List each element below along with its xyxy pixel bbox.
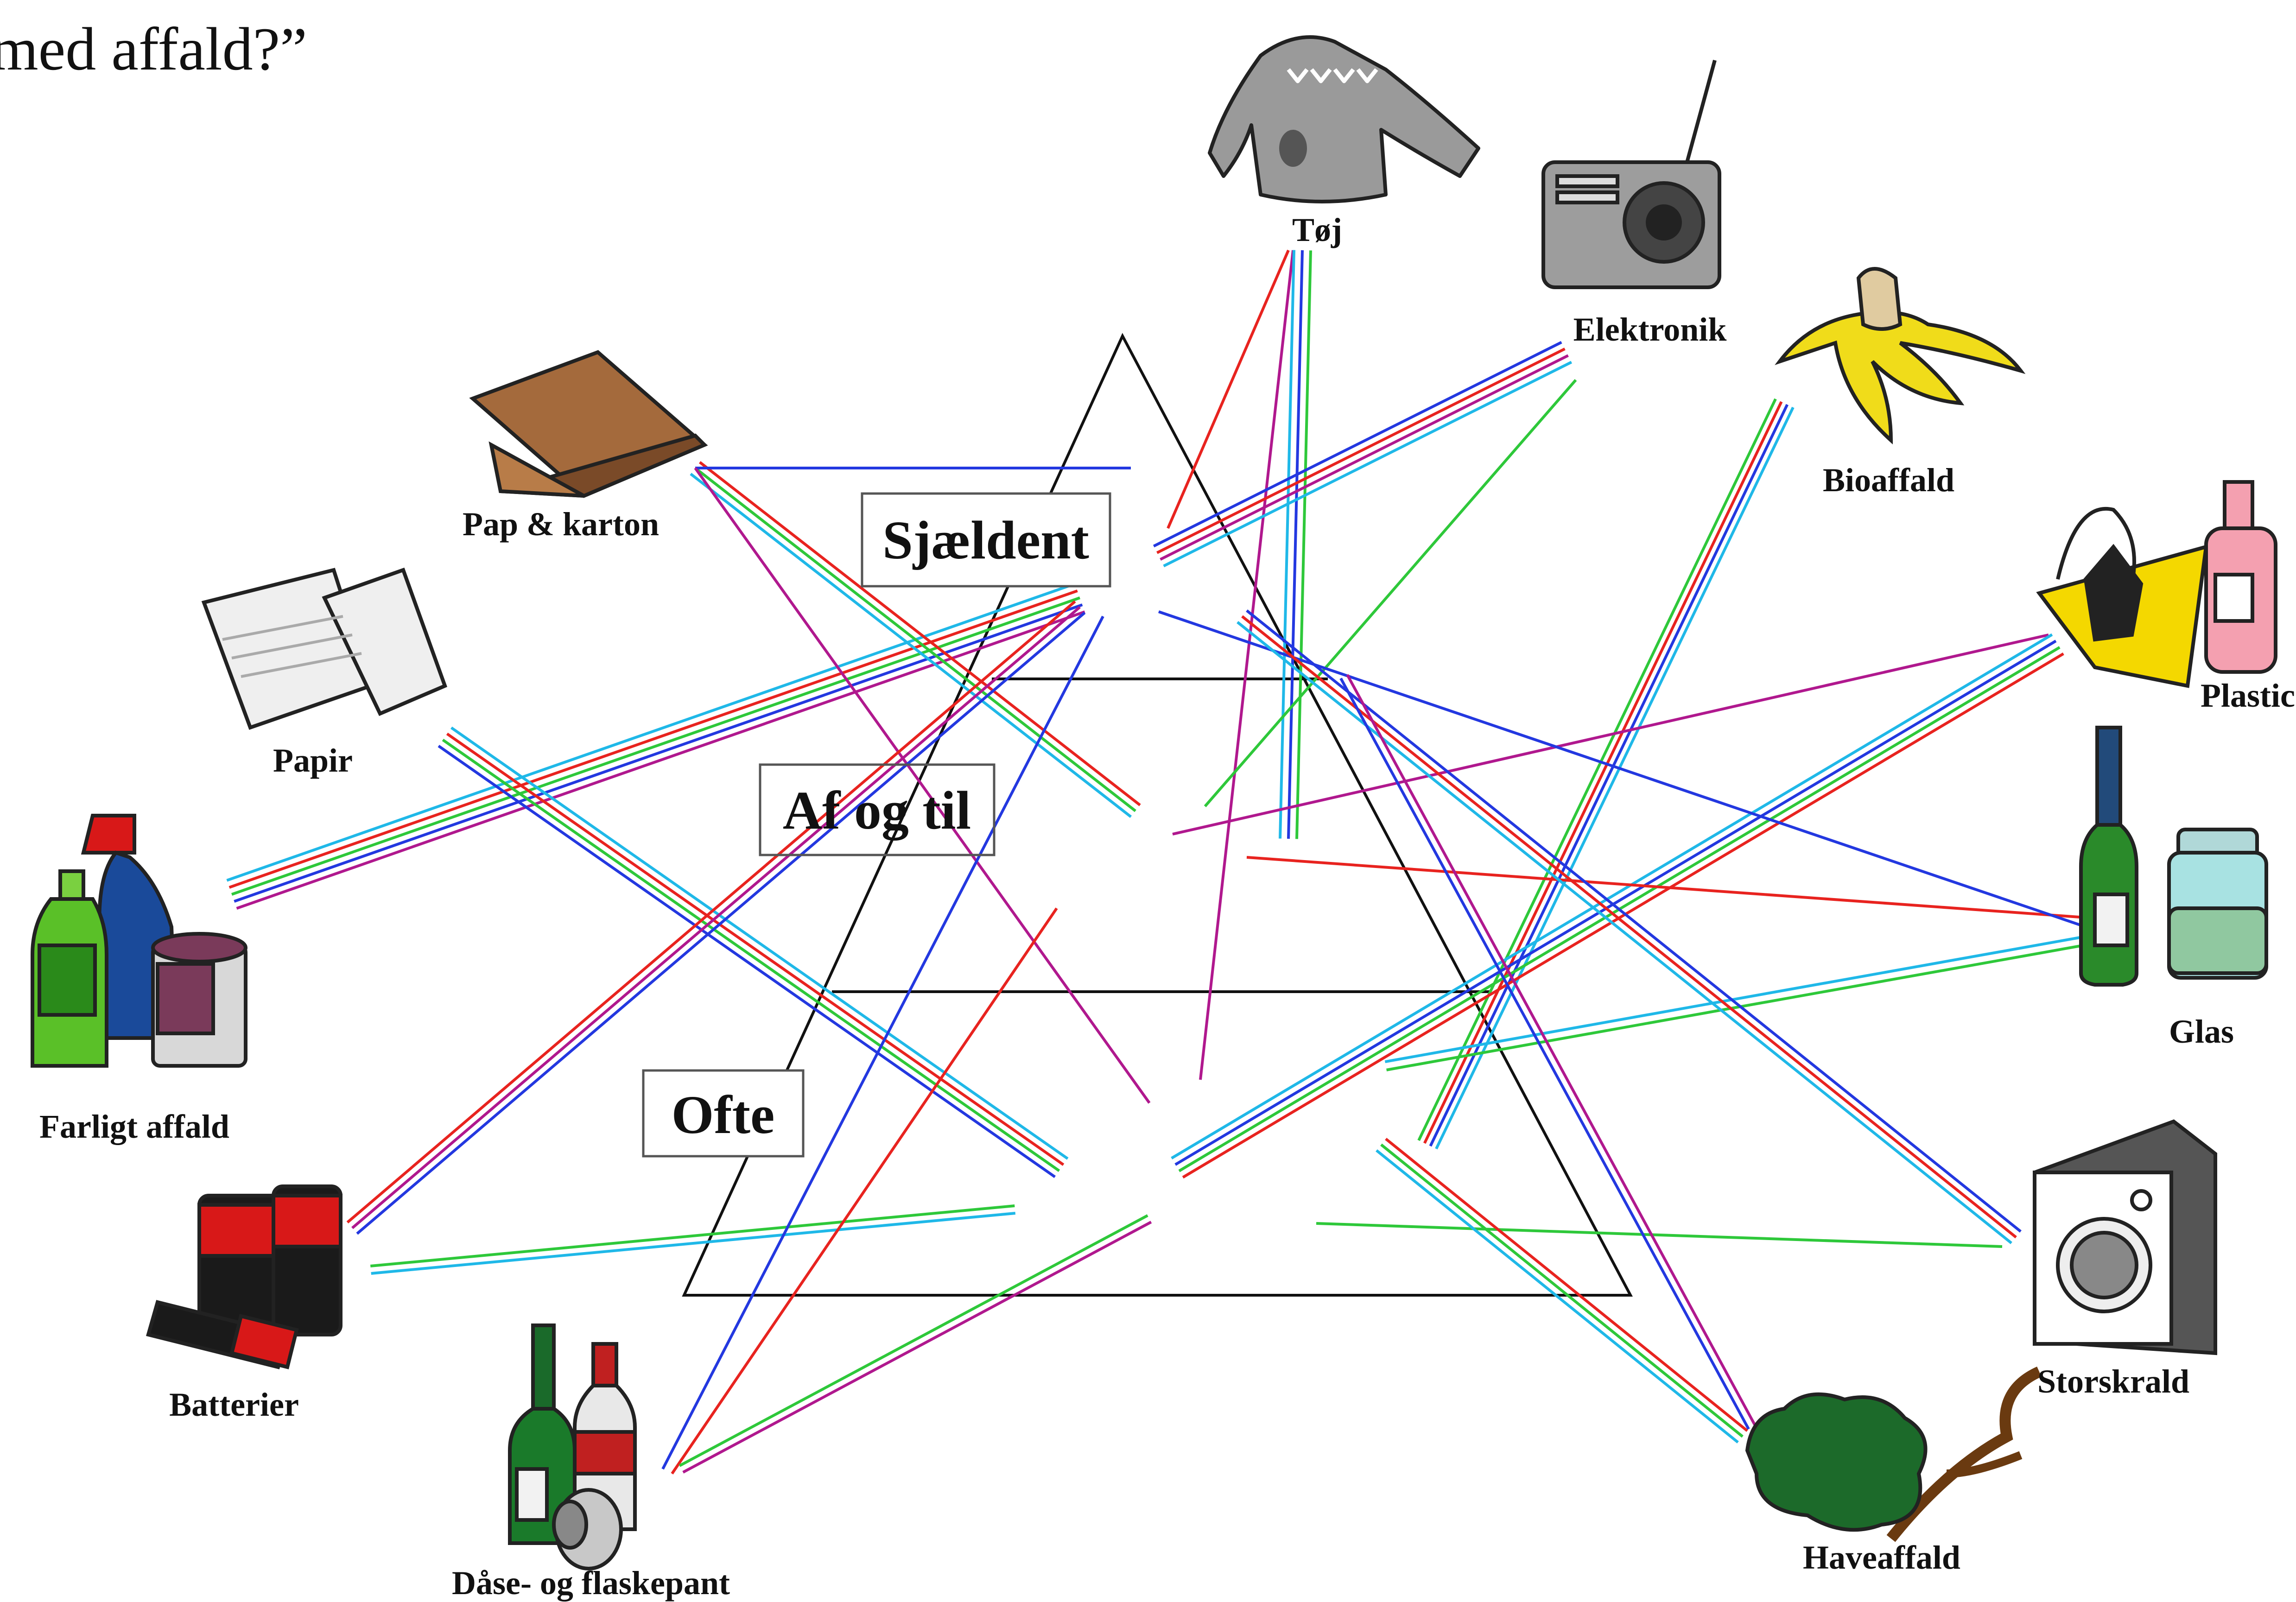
connection-line-31	[1156, 348, 1566, 554]
connection-line-18	[370, 1204, 1015, 1268]
connection-line-34	[1435, 406, 1795, 1150]
radio-icon	[1541, 59, 1721, 289]
connection-line-26	[1295, 250, 1312, 839]
connection-line-49	[1246, 609, 2022, 1233]
label-2: Elektronik	[1573, 311, 1727, 348]
bottles-can-icon	[508, 1323, 637, 1570]
connection-line-39	[1182, 652, 2064, 1179]
connection-line-4	[234, 603, 1083, 903]
level-sometimes: Af og til	[759, 763, 996, 856]
label-11: Papir	[273, 742, 353, 779]
svg-text:Ofte: Ofte	[672, 1084, 775, 1145]
connection-line-29	[1163, 361, 1573, 568]
label-3: Bioaffald	[1823, 462, 1954, 499]
connection-line-54	[1339, 678, 1750, 1430]
connection-line-1	[226, 582, 1076, 882]
connection-line-53	[1385, 1138, 1748, 1432]
connection-line-17	[356, 611, 1086, 1235]
connection-line-51	[1376, 1149, 1739, 1444]
batteries-icon	[146, 1184, 342, 1369]
connection-line-27	[1287, 250, 1304, 839]
connection-line-30	[1160, 354, 1569, 561]
connection-line-11	[694, 467, 1136, 812]
connection-line-19	[371, 1211, 1016, 1275]
connection-line-35	[1429, 404, 1789, 1147]
label-8: Dåse- og flaskepant	[452, 1564, 730, 1602]
branches-icon	[1745, 1367, 2042, 1542]
connection-line-6	[450, 726, 1069, 1160]
connection-line-50	[1316, 1222, 2003, 1248]
level-often: Ofte	[642, 1069, 805, 1158]
connection-line-25	[1199, 250, 1294, 1080]
connection-line-24	[1167, 249, 1290, 529]
label-6: Storskrald	[2037, 1363, 2189, 1400]
newspaper-icon	[201, 567, 448, 730]
label-5: Glas	[2169, 1013, 2234, 1050]
connection-line-10	[698, 461, 1141, 806]
connection-line-36	[1423, 401, 1783, 1144]
connection-line-12	[690, 473, 1132, 818]
label-10: Farligt affald	[39, 1108, 229, 1145]
label-1: Tøj	[1292, 211, 1342, 248]
page-title: med affald?”	[0, 15, 307, 83]
connection-line-55	[1346, 674, 1757, 1426]
chemicals-icon	[31, 814, 247, 1068]
connection-line-37	[1417, 398, 1777, 1141]
svg-text:Af og til: Af og til	[783, 780, 971, 841]
connection-line-45	[1384, 935, 2085, 1064]
connection-line-43	[1246, 856, 2086, 919]
connection-line-21	[671, 907, 1058, 1475]
level-rarely: Sjældent	[861, 492, 1111, 588]
connection-line-44	[1386, 943, 2087, 1071]
connection-line-8	[442, 739, 1060, 1172]
label-12: Pap & karton	[463, 506, 659, 543]
connection-line-22	[679, 1214, 1148, 1467]
connection-line-20	[661, 615, 1104, 1470]
label-9: Batterier	[169, 1386, 299, 1423]
connection-line-33	[1204, 379, 1577, 807]
banana-peel-icon	[1775, 267, 2026, 444]
frequency-pyramid	[682, 333, 1633, 1297]
connection-line-41	[1174, 640, 2057, 1166]
connection-line-42	[1171, 633, 2053, 1159]
washing-machine-icon	[2033, 1119, 2217, 1355]
connection-lines	[226, 249, 2087, 1475]
label-7: Haveaffald	[1803, 1539, 1960, 1576]
connection-line-32	[1153, 341, 1562, 548]
connection-line-9	[438, 745, 1056, 1178]
connection-line-16	[351, 606, 1081, 1229]
glass-bottle-jar-icon	[2079, 726, 2268, 987]
connection-line-23	[682, 1221, 1152, 1474]
connection-line-15	[346, 600, 1076, 1224]
sweater-icon	[1208, 35, 1480, 203]
connection-line-28	[1279, 250, 1296, 839]
plastic-bag-bottle-icon	[2036, 480, 2277, 688]
connection-line-52	[1380, 1143, 1744, 1438]
svg-text:Sjældent: Sjældent	[882, 510, 1089, 570]
cardboard-box-icon	[469, 350, 708, 498]
connection-line-2	[228, 589, 1078, 889]
connection-line-7	[446, 732, 1065, 1166]
connection-line-38	[1172, 633, 2049, 836]
connection-line-14	[694, 467, 1151, 1104]
label-4: Plastic	[2201, 677, 2295, 714]
